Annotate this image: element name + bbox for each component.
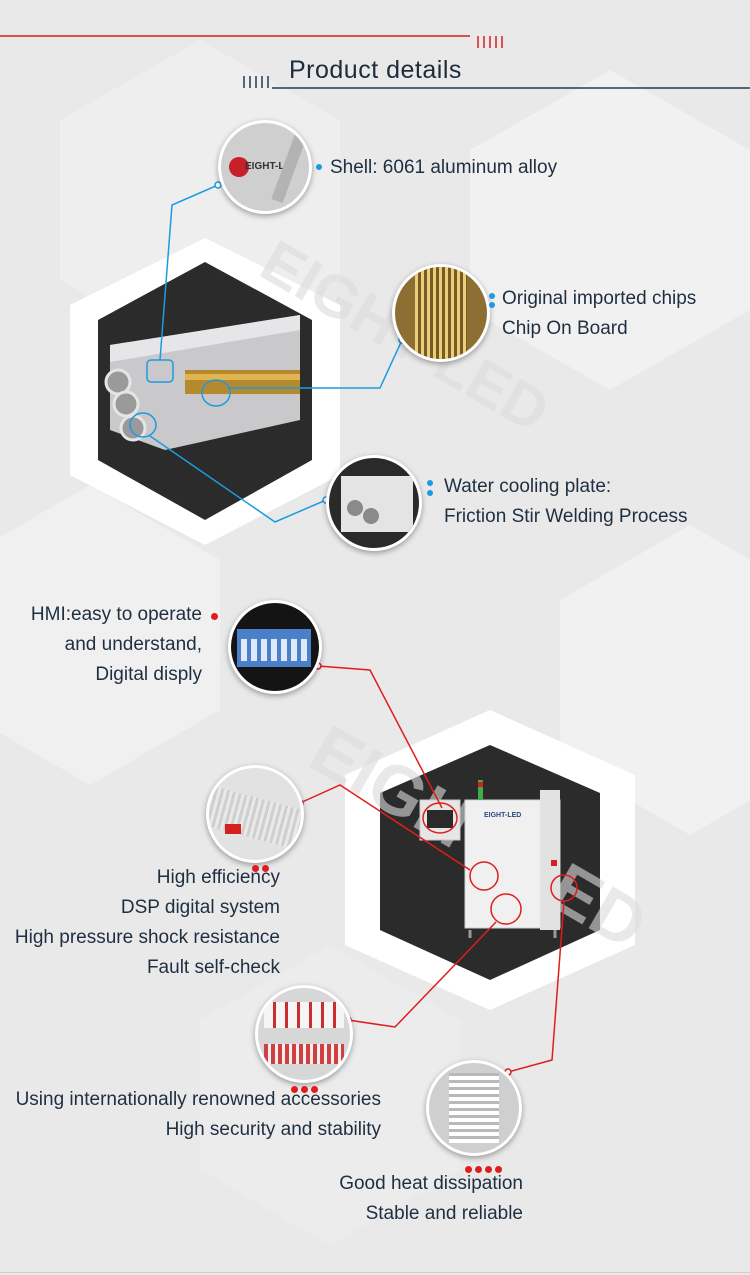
heat-line2: Stable and reliable xyxy=(365,1203,523,1224)
hmi-label-line3: Digital disply xyxy=(95,664,202,685)
bullet-icon xyxy=(489,302,495,308)
hmi-label-line1: HMI:easy to operate xyxy=(31,600,202,630)
cooling-plate-image xyxy=(326,455,422,551)
shell-closeup-image: EIGHT-L xyxy=(218,120,312,214)
hmi-text-1: HMI:easy to operate xyxy=(30,604,202,625)
chips-label-line2: Chip On Board xyxy=(502,318,628,339)
bullet-dots xyxy=(291,1080,321,1098)
bullet-icon xyxy=(211,613,218,620)
chips-label-line1: Original imported chips xyxy=(502,288,697,309)
accessories-line2: High security and stability xyxy=(165,1119,381,1140)
power-supply-image xyxy=(206,765,304,863)
bullet-icon xyxy=(316,164,322,170)
heat-line1: Good heat dissipation xyxy=(339,1173,523,1194)
cooling-label-line2: Friction Stir Welding Process xyxy=(444,506,688,527)
heat-sink-image xyxy=(426,1060,522,1156)
footer-divider xyxy=(0,1272,750,1273)
efficiency-line3: High pressure shock resistance xyxy=(14,927,280,948)
shell-label: Shell: 6061 aluminum alloy xyxy=(330,157,558,178)
efficiency-line4: Fault self-check xyxy=(146,957,280,978)
hmi-screen-image xyxy=(228,600,322,694)
bullet-dots xyxy=(252,859,272,877)
electrical-cabinet-image xyxy=(255,985,353,1083)
chips-closeup-image xyxy=(392,264,490,362)
bullet-icon xyxy=(427,490,433,496)
cabinet-logo: EIGHT-LED xyxy=(484,812,522,819)
efficiency-line2: DSP digital system xyxy=(120,897,280,918)
cooling-label-line1: Water cooling plate: xyxy=(444,476,612,497)
accessories-line1: Using internationally renowned accessori… xyxy=(15,1089,381,1110)
bullet-dots xyxy=(465,1160,505,1178)
hmi-label-line2: and understand, xyxy=(64,634,202,655)
logo-text: EIGHT-L xyxy=(245,161,285,172)
efficiency-line1: High efficiency xyxy=(156,867,280,888)
header-decoration xyxy=(0,35,750,89)
bullet-icon xyxy=(427,480,433,486)
bullet-icon xyxy=(489,293,495,299)
page-title: Product details xyxy=(289,56,462,84)
led-module-image xyxy=(104,315,300,450)
